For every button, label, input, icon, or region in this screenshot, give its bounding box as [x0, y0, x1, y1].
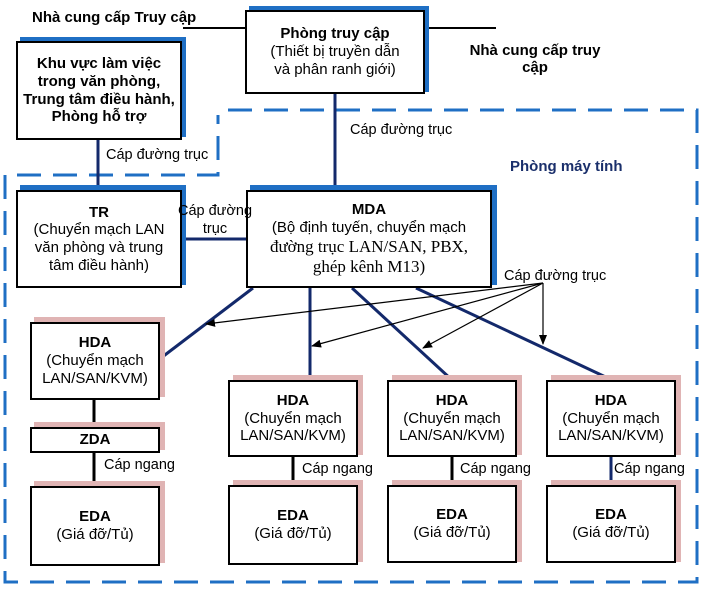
mda-desc-2: đường trục LAN/SAN, PBX,: [269, 236, 469, 256]
horizontal-cable-label-3: Cáp ngang: [460, 461, 531, 477]
provider-right-line-1: Nhà cung cấp truy: [469, 42, 601, 59]
backbone-tr-label-1: Cáp đường: [177, 203, 253, 219]
eda-1-box[interactable]: EDA (Giá đỡ/Tủ): [30, 486, 160, 566]
hda-4-title: HDA: [594, 391, 628, 409]
provider-right-label: Nhà cung cấp truy cập: [460, 42, 610, 76]
provider-left-label: Nhà cung cấp Truy cập: [32, 9, 197, 26]
mda-box[interactable]: MDA (Bộ định tuyến, chuyển mạch đường tr…: [246, 190, 492, 288]
tr-desc-1: (Chuyển mạch LAN: [33, 221, 165, 239]
horizontal-cable-label-4: Cáp ngang: [614, 461, 685, 477]
backbone-office-label: Cáp đường trục: [106, 147, 209, 163]
backbone-mda-hda1: [156, 286, 254, 363]
hda-3-desc-1: (Chuyển mạch: [403, 409, 501, 427]
entrance-room-desc-2: và phân ranh giới): [274, 60, 396, 78]
hda-4-desc-2: LAN/SAN/KVM): [558, 427, 664, 445]
hda-4-box[interactable]: HDA (Chuyển mạch LAN/SAN/KVM): [546, 380, 676, 457]
eda-4-box[interactable]: EDA (Giá đỡ/Tủ): [546, 485, 676, 563]
hda-2-desc-2: LAN/SAN/KVM): [240, 427, 346, 445]
hda-1-box[interactable]: HDA (Chuyển mạch LAN/SAN/KVM): [30, 322, 160, 400]
entrance-room-title: Phòng truy cập: [280, 25, 390, 43]
hda-1-desc-2: LAN/SAN/KVM): [42, 369, 148, 387]
hda-2-box[interactable]: HDA (Chuyển mạch LAN/SAN/KVM): [228, 380, 358, 457]
mda-desc-3: ghép kênh M13): [312, 256, 426, 276]
entrance-room-box[interactable]: Phòng truy cập (Thiết bị truyền dẫn và p…: [245, 10, 425, 94]
entrance-room-desc-1: (Thiết bị truyền dẫn: [270, 43, 400, 61]
computer-room-label: Phòng máy tính: [510, 158, 623, 175]
eda-2-box[interactable]: EDA (Giá đỡ/Tủ): [228, 485, 358, 565]
eda-3-title: EDA: [436, 506, 468, 524]
tr-desc-2: văn phòng và trung: [34, 239, 164, 256]
backbone-entrance-label: Cáp đường trục: [350, 122, 453, 138]
provider-right-line-2: cập: [522, 59, 548, 76]
eda-3-desc: (Giá đỡ/Tủ): [413, 524, 491, 541]
eda-1-title: EDA: [79, 508, 111, 526]
eda-4-desc: (Giá đỡ/Tủ): [572, 524, 650, 541]
hda-1-desc-1: (Chuyển mạch: [46, 352, 144, 370]
hda-1-title: HDA: [78, 334, 112, 352]
eda-2-title: EDA: [277, 507, 309, 525]
eda-2-desc: (Giá đỡ/Tủ): [254, 525, 332, 542]
tr-title: TR: [89, 203, 109, 221]
hda-2-desc-1: (Chuyển mạch: [244, 409, 342, 427]
hda-3-desc-2: LAN/SAN/KVM): [399, 427, 505, 445]
zda-box[interactable]: ZDA: [30, 427, 160, 453]
backbone-tr-label: Cáp đường trục: [172, 202, 258, 238]
backbone-mda-hda4: [415, 286, 613, 382]
hda-3-box[interactable]: HDA (Chuyển mạch LAN/SAN/KVM): [387, 380, 517, 457]
office-area-line-2: trong văn phòng,: [37, 72, 161, 90]
backbone-annotation-arrows: [205, 282, 547, 349]
horizontal-cable-label-2: Cáp ngang: [302, 461, 373, 477]
office-area-line-1: Khu vực làm việc: [36, 55, 162, 73]
office-area-line-4: Phòng hỗ trợ: [51, 108, 147, 126]
hda-3-title: HDA: [435, 391, 469, 409]
mda-desc-1: (Bộ định tuyến, chuyển mạch: [271, 218, 467, 236]
office-area-box[interactable]: Khu vực làm việc trong văn phòng, Trung …: [16, 41, 182, 140]
eda-1-desc: (Giá đỡ/Tủ): [56, 526, 134, 543]
backbone-mda-hda3: [350, 286, 454, 382]
horizontal-cable-label-1: Cáp ngang: [104, 457, 175, 473]
backbone-hda-label: Cáp đường trục: [504, 268, 607, 284]
mda-title: MDA: [351, 201, 387, 219]
backbone-tr-label-2: trục: [202, 221, 228, 238]
hda-4-desc-1: (Chuyển mạch: [562, 409, 660, 427]
tr-desc-3: tâm điều hành): [48, 256, 150, 274]
tr-box[interactable]: TR (Chuyển mạch LAN văn phòng và trung t…: [16, 190, 182, 288]
zda-title: ZDA: [79, 431, 111, 449]
office-area-line-3: Trung tâm điều hành,: [23, 90, 175, 108]
hda-2-title: HDA: [276, 391, 310, 409]
eda-3-box[interactable]: EDA (Giá đỡ/Tủ): [387, 485, 517, 563]
computer-room-boundary: [3, 108, 699, 584]
eda-4-title: EDA: [595, 506, 627, 524]
